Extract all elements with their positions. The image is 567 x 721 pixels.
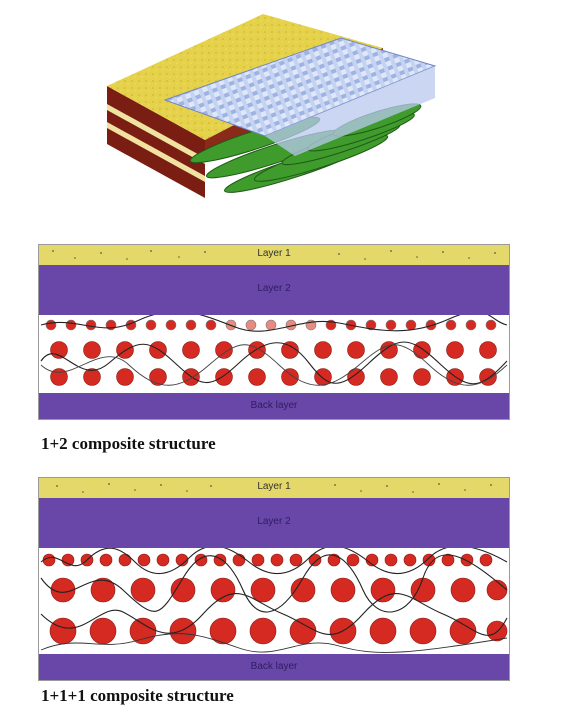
layer-2-label: Layer 2 [257, 516, 291, 527]
layer-2-label: Layer 2 [257, 283, 291, 294]
back-layer-band: Back layer [39, 393, 509, 419]
composite-fabric-block-icon [107, 14, 437, 198]
layer-2-band: Layer 2 [39, 498, 509, 548]
caption-diagram-1: 1+2 composite structure [41, 434, 216, 453]
layer-1-band: Layer 1 [39, 245, 509, 265]
back-layer-label: Back layer [250, 400, 298, 411]
weave-yarns [40, 548, 508, 653]
layer-1-label: Layer 1 [257, 481, 291, 492]
weave-yarns [40, 315, 508, 386]
yarn-weave [39, 548, 509, 654]
back-layer-label: Back layer [250, 661, 298, 672]
composite-fabric-illustration [95, 8, 450, 213]
back-layer-band: Back layer [39, 654, 509, 680]
layer-1-label: Layer 1 [257, 248, 291, 259]
yarn-weave [39, 315, 509, 393]
caption-diagram-2: 1+1+1 composite structure [41, 686, 234, 705]
layer-2-band: Layer 2 [39, 265, 509, 315]
diagram-1-2-composite: Layer 1 Layer 2 [38, 244, 510, 420]
layer-1-band: Layer 1 [39, 478, 509, 498]
diagram-1-1-1-composite: Layer 1 Layer 2 [38, 477, 510, 681]
